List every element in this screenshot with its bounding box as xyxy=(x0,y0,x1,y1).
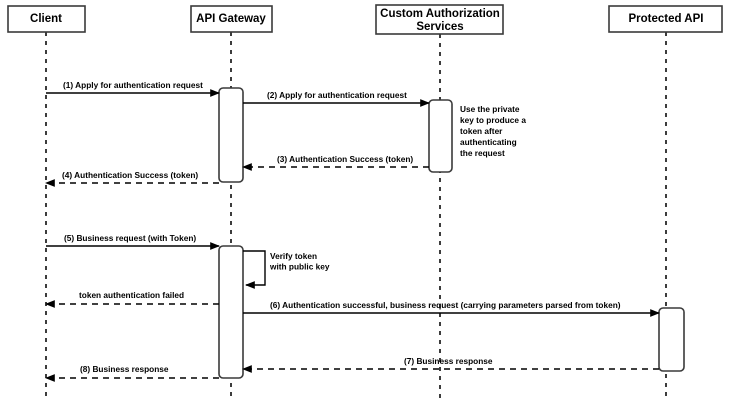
participant-head-api-gateway[interactable]: API Gateway xyxy=(190,5,273,33)
message-label-msg-1: (1) Apply for authentication request xyxy=(63,80,203,90)
message-msg-3: (3) Authentication Success (token) xyxy=(242,154,429,171)
message-msg-2: (2) Apply for authentication request xyxy=(243,90,430,107)
participant-box-api-gateway[interactable] xyxy=(190,5,273,33)
message-label-msg-8: (8) Business response xyxy=(80,364,169,374)
message-msg-8: (8) Business response xyxy=(45,364,219,382)
message-msg-token-failed: token authentication failed xyxy=(45,290,219,308)
participant-box-protected-api[interactable] xyxy=(608,5,723,33)
message-label-msg-6: (6) Authentication successful, business … xyxy=(270,300,621,310)
participant-head-client[interactable]: Client xyxy=(7,5,86,33)
participant-box-custom-auth[interactable] xyxy=(375,4,504,35)
message-msg-4: (4) Authentication Success (token) xyxy=(45,170,219,187)
message-msg-1: (1) Apply for authentication request xyxy=(46,80,220,97)
participant-box-client[interactable] xyxy=(7,5,86,33)
message-label-msg-2: (2) Apply for authentication request xyxy=(267,90,407,100)
participant-label-api-gateway: API Gateway xyxy=(196,13,266,25)
messages-layer: (1) Apply for authentication request (2) … xyxy=(45,80,660,382)
message-msg-5: (5) Business request (with Token) xyxy=(46,233,220,250)
participant-label-client: Client xyxy=(30,13,62,25)
activation-bar-api-gateway xyxy=(218,87,244,183)
message-msg-6: (6) Authentication successful, business … xyxy=(243,300,660,317)
message-label-msg-4: (4) Authentication Success (token) xyxy=(62,170,198,180)
participant-label-protected-api: Protected API xyxy=(629,13,704,25)
message-label-msg-3: (3) Authentication Success (token) xyxy=(277,154,413,164)
message-label-msg-token-failed: token authentication failed xyxy=(79,290,184,300)
activation-bar-protected-api xyxy=(658,307,685,372)
message-msg-7: (7) Business response xyxy=(242,356,659,373)
message-line-msg-self-verify xyxy=(243,250,266,289)
message-label-msg-5: (5) Business request (with Token) xyxy=(64,233,196,243)
activations-layer xyxy=(218,87,685,379)
activation-bar-api-gateway xyxy=(218,245,244,379)
activation-bar-custom-auth xyxy=(428,99,453,173)
participant-head-protected-api[interactable]: Protected API xyxy=(608,5,723,33)
message-label-msg-7: (7) Business response xyxy=(404,356,493,366)
